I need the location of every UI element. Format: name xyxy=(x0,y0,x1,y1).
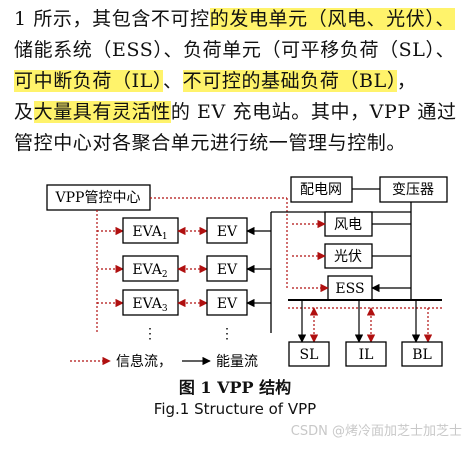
pv-box: 光伏 xyxy=(292,243,411,269)
svg-text:光伏: 光伏 xyxy=(334,249,362,265)
watermark: CSDN @烤冷面加芝士加芝士 xyxy=(290,424,462,439)
para-line-2: 储能系统（ESS）、负荷单元（可平移负荷（SL）、 xyxy=(14,39,456,61)
sl-box: SL xyxy=(288,300,330,367)
svg-text:EVA3: EVA3 xyxy=(132,296,168,314)
vpp-structure-diagram: VPP管控中心 配电网 变压器 EVA1 EV EVA2 EV EVA3 E xyxy=(46,176,448,370)
bl-box: BL xyxy=(401,300,443,367)
svg-text:IL: IL xyxy=(359,347,374,363)
svg-text:变压器: 变压器 xyxy=(392,182,434,198)
body-paragraph: 1 所示，其包含不可控的发电单元（风电、光伏）、 储能系统（ESS）、负荷单元（… xyxy=(14,4,470,159)
svg-text:VPP管控中心: VPP管控中心 xyxy=(55,190,141,206)
ess-box: ESS xyxy=(292,275,411,301)
svg-text:EV: EV xyxy=(217,262,238,278)
eva-row-1: EVA1 EV xyxy=(97,217,271,244)
highlight: 可中断负荷（IL） xyxy=(14,70,164,92)
svg-text:EV: EV xyxy=(217,224,238,240)
eva-row-2: EVA2 EV xyxy=(97,255,271,282)
legend: 信息流， 能量流 xyxy=(70,353,258,370)
svg-text:ESS: ESS xyxy=(335,281,364,297)
svg-text:EVA2: EVA2 xyxy=(132,262,167,280)
highlight: 的发电单元（风电、光伏）、 xyxy=(209,8,456,30)
ellipsis: ⋮ xyxy=(143,326,157,342)
svg-text:BL: BL xyxy=(412,347,432,363)
svg-text:EV: EV xyxy=(217,296,238,312)
highlight: 不可控的基础负荷（BL） xyxy=(182,70,397,92)
transformer-box: 变压器 xyxy=(379,176,448,203)
figure-caption-cn: 图 1 VPP 结构 xyxy=(178,378,292,397)
eva-row-3: EVA3 EV xyxy=(97,289,271,316)
figure-caption-en: Fig.1 Structure of VPP xyxy=(153,400,317,418)
ellipsis: ⋮ xyxy=(220,326,234,342)
svg-text:风电: 风电 xyxy=(334,217,362,233)
il-box: IL xyxy=(345,300,387,367)
svg-text:EVA1: EVA1 xyxy=(132,224,167,242)
para-line-5: 管控中心对各聚合单元进行统一管理与控制。 xyxy=(14,132,407,154)
para-line-1: 1 所示，其包含不可控的发电单元（风电、光伏）、 xyxy=(14,8,456,30)
wind-box: 风电 xyxy=(292,211,411,237)
svg-text:SL: SL xyxy=(300,347,319,363)
vpp-control-center-box: VPP管控中心 xyxy=(46,184,151,211)
svg-text:信息流，: 信息流， xyxy=(116,353,172,370)
highlight: 大量具有灵活性 xyxy=(33,101,171,123)
para-line-3: 可中断负荷（IL）、不可控的基础负荷（BL）， xyxy=(14,70,417,92)
svg-text:配电网: 配电网 xyxy=(300,182,342,198)
distribution-grid-box: 配电网 xyxy=(290,176,353,203)
svg-text:能量流: 能量流 xyxy=(216,354,258,370)
para-line-4: 及大量具有灵活性的 EV 充电站。其中，VPP 通过 xyxy=(14,101,457,123)
